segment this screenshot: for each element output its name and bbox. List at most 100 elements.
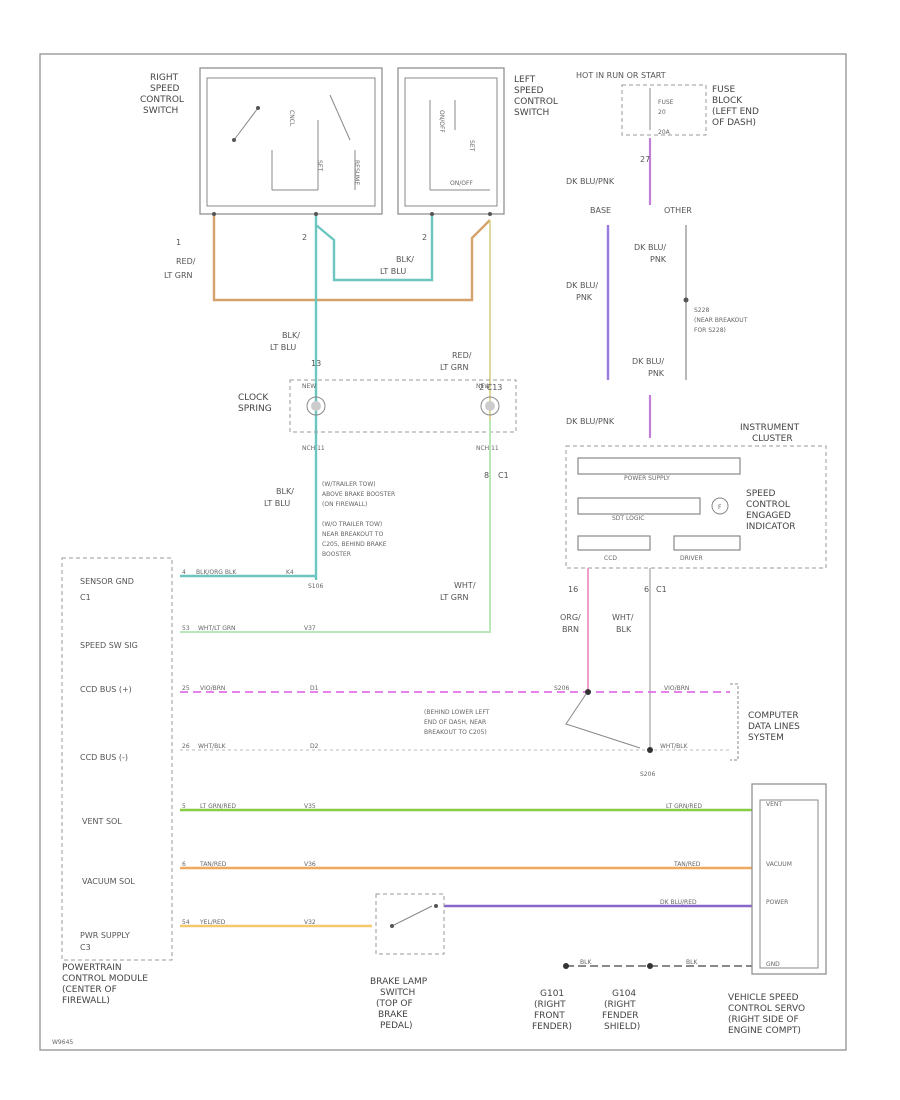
- svg-text:V37: V37: [304, 625, 316, 632]
- svg-text:OTHER: OTHER: [664, 206, 692, 215]
- svg-text:BLK/ORG BLK: BLK/ORG BLK: [196, 569, 237, 576]
- svg-text:D1: D1: [310, 685, 319, 692]
- svg-text:LT GRN/RED: LT GRN/RED: [200, 803, 236, 810]
- wire-ccd-minus: 26 WHT/BLK D2 WHT/BLK (BEHIND LOWER LEFT…: [180, 693, 730, 778]
- wire-wht-lt-grn: 8 C1 WHT/ LT GRN: [180, 420, 509, 633]
- svg-text:RESUME: RESUME: [353, 160, 360, 185]
- svg-text:LT BLU: LT BLU: [380, 267, 406, 276]
- svg-text:8: 8: [484, 471, 489, 480]
- svg-text:54: 54: [182, 919, 190, 926]
- svg-text:LT BLU: LT BLU: [270, 343, 296, 352]
- svg-text:BASE: BASE: [590, 206, 611, 215]
- svg-text:53: 53: [182, 625, 190, 632]
- svg-text:NEW: NEW: [476, 383, 490, 390]
- svg-text:PNK: PNK: [576, 293, 593, 302]
- wire-speed-sw-sig: 53 WHT/LT GRN V37: [182, 625, 316, 632]
- svg-text:RED/: RED/: [452, 351, 472, 360]
- svg-text:POWER: POWER: [766, 899, 788, 906]
- svg-text:BLK/: BLK/: [396, 255, 414, 264]
- svg-text:S206: S206: [640, 771, 655, 778]
- wire-sensor-gnd: 4 BLK/ORG BLK K4: [180, 569, 316, 578]
- svg-text:LT GRN: LT GRN: [440, 593, 469, 602]
- svg-text:13: 13: [311, 359, 321, 368]
- svg-text:C3: C3: [80, 943, 91, 952]
- svg-text:F: F: [718, 504, 722, 511]
- svg-text:27: 27: [640, 155, 650, 164]
- svg-text:VIO/BRN: VIO/BRN: [200, 685, 225, 692]
- svg-text:ORG/: ORG/: [560, 613, 581, 622]
- svg-text:(W/TRAILER TOW)ABOVE BRAKE BOO: (W/TRAILER TOW)ABOVE BRAKE BOOSTER(ON FI…: [322, 481, 395, 508]
- svg-text:CCD: CCD: [604, 555, 617, 562]
- svg-text:VENT: VENT: [766, 801, 782, 808]
- svg-text:1: 1: [176, 238, 181, 247]
- svg-text:25: 25: [182, 685, 190, 692]
- splice-notes: BLK/ LT BLU (W/TRAILER TOW)ABOVE BRAKE B…: [264, 481, 395, 590]
- svg-text:POWER SUPPLY: POWER SUPPLY: [624, 475, 670, 482]
- svg-text:C1: C1: [498, 471, 509, 480]
- svg-text:16: 16: [568, 585, 578, 594]
- svg-text:DK BLU/PNK: DK BLU/PNK: [566, 177, 615, 186]
- svg-text:D2: D2: [310, 743, 319, 750]
- svg-text:BRN: BRN: [562, 625, 579, 634]
- svg-text:SENSOR GND: SENSOR GND: [80, 577, 134, 586]
- wire-cluster-out: 16 6 C1 ORG/ BRN WHT/ BLK: [560, 568, 667, 750]
- svg-text:LT GRN: LT GRN: [440, 363, 469, 372]
- svg-text:20A: 20A: [658, 129, 671, 136]
- svg-text:PNK: PNK: [648, 369, 665, 378]
- svg-text:SET: SET: [316, 160, 323, 172]
- svg-text:YEL/RED: YEL/RED: [199, 919, 226, 926]
- svg-text:LT GRN/RED: LT GRN/RED: [666, 803, 702, 810]
- svg-text:2: 2: [422, 233, 427, 242]
- svg-text:2 C13: 2 C13: [479, 383, 502, 392]
- svg-text:WHT/: WHT/: [454, 581, 476, 590]
- svg-text:20: 20: [658, 109, 666, 116]
- svg-text:VACUUM: VACUUM: [766, 861, 792, 868]
- svg-text:WHT/LT GRN: WHT/LT GRN: [198, 625, 236, 632]
- svg-text:VIO/BRN: VIO/BRN: [664, 685, 689, 692]
- svg-text:GND: GND: [766, 961, 780, 968]
- svg-text:BLK: BLK: [580, 959, 592, 966]
- svg-text:CNCL: CNCL: [288, 110, 295, 127]
- wire-vacuum-sol: 6 TAN/RED V36 TAN/RED: [180, 861, 752, 870]
- svg-text:C1: C1: [656, 585, 667, 594]
- svg-text:4: 4: [182, 569, 186, 576]
- svg-text:ON/OFF: ON/OFF: [438, 110, 445, 133]
- svg-text:S206: S206: [554, 685, 569, 692]
- wire-ccd-plus: 25 VIO/BRN D1 S206 VIO/BRN: [180, 685, 730, 695]
- svg-text:2: 2: [302, 233, 307, 242]
- svg-text:6: 6: [182, 861, 186, 868]
- svg-text:PNK: PNK: [650, 255, 667, 264]
- svg-text:C1: C1: [80, 593, 91, 602]
- svg-text:VACUUM SOL: VACUUM SOL: [82, 877, 135, 886]
- svg-text:TAN/RED: TAN/RED: [673, 861, 701, 868]
- svg-text:26: 26: [182, 743, 190, 750]
- switch-pins: [212, 212, 492, 216]
- svg-text:NEW: NEW: [302, 383, 316, 390]
- svg-text:BLK/: BLK/: [282, 331, 300, 340]
- footer-code: W9645: [52, 1039, 73, 1046]
- svg-text:5: 5: [182, 803, 186, 810]
- svg-text:SET: SET: [468, 140, 475, 152]
- svg-text:SPEED SW SIG: SPEED SW SIG: [80, 641, 138, 650]
